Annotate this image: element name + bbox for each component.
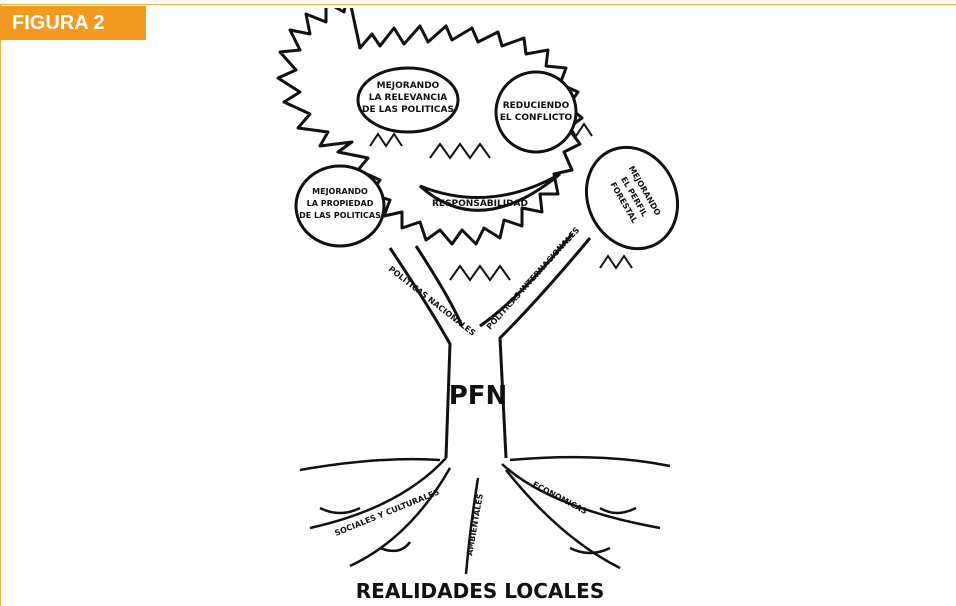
fruit-conflicto: REDUCIENDO EL CONFLICTO [496,72,576,152]
ground-and-roots [300,457,670,574]
fruit-propiedad: MEJORANDO LA PROPIEDAD DE LAS POLITICAS [296,166,384,246]
trunk-label: PFN [449,381,508,411]
fruit-relevancia-line-3: DE LAS POLITICAS [362,105,454,115]
branch-label-nacionales: POLITICAS NACIONALES [387,264,477,337]
fruit-conflicto-line-1: REDUCIENDO [503,101,570,111]
frame-left-line [0,4,1,606]
fruit-propiedad-line-2: LA PROPIEDAD [307,199,374,208]
root-label-ambientales: AMBIENTALES [465,493,485,557]
fruit-perfil-forestal: MEJORANDOEL PERFILFORESTAL [570,132,694,263]
frame-top-line [0,4,956,5]
root-label-economicas: ECONOMICAS [531,480,589,516]
tree-illustration: MEJORANDO LA RELEVANCIA DE LAS POLITICAS R… [240,8,720,606]
figure-label: FIGURA 2 [0,6,146,40]
tree-svg: MEJORANDO LA RELEVANCIA DE LAS POLITICAS R… [240,8,720,606]
fruit-relevancia-line-2: LA RELEVANCIA [369,93,448,103]
fruit-relevancia-line-1: MEJORANDO [377,81,440,91]
fruit-responsabilidad-label: RESPONSABILIDAD [432,199,528,209]
fruit-responsabilidad: RESPONSABILIDAD [420,174,560,210]
trunk-and-branches [390,234,590,458]
fruit-relevancia: MEJORANDO LA RELEVANCIA DE LAS POLITICAS [358,68,458,132]
branch-label-internacionales: POLITICAS INTERNACIONALES [485,225,582,331]
ground-label: REALIDADES LOCALES [356,579,604,603]
fruit-conflicto-line-2: EL CONFLICTO [500,113,573,123]
fruit-propiedad-line-3: DE LAS POLITICAS [299,211,381,220]
fruit-propiedad-line-1: MEJORANDO [312,187,368,196]
